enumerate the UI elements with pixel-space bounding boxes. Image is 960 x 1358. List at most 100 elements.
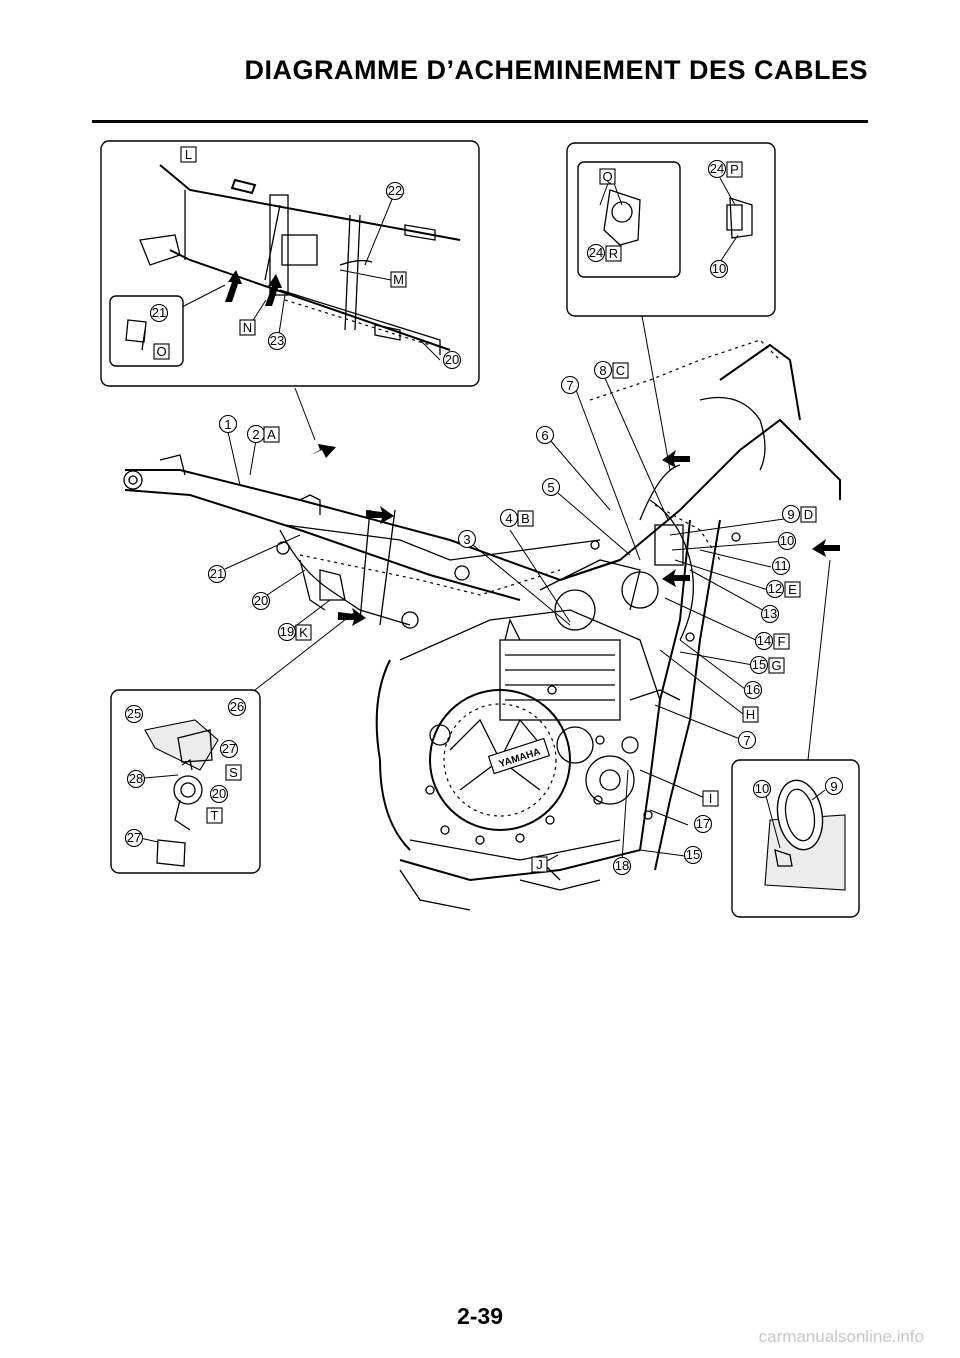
callout-20-inset: 20 [442, 350, 462, 370]
svg-text:10: 10 [712, 261, 726, 276]
svg-text:20: 20 [212, 786, 226, 801]
svg-text:25: 25 [127, 706, 141, 721]
svg-text:10: 10 [755, 781, 769, 796]
svg-text:15: 15 [686, 847, 700, 862]
svg-text:T: T [211, 808, 219, 823]
yamaha-logo: YAMAHA [487, 737, 551, 775]
svg-text:2: 2 [252, 427, 259, 442]
svg-text:14: 14 [757, 633, 771, 648]
letter-G: G [768, 657, 785, 674]
svg-text:21: 21 [210, 566, 224, 581]
svg-text:26: 26 [230, 699, 244, 714]
svg-text:L: L [185, 147, 192, 162]
svg-text:17: 17 [696, 816, 710, 831]
svg-text:A: A [267, 427, 276, 442]
letter-K: K [295, 624, 312, 641]
callout-27-upper: 27 [219, 739, 239, 759]
svg-text:9: 9 [830, 779, 837, 794]
svg-text:P: P [730, 162, 739, 177]
page-title: DIAGRAMME D’ACHEMINEMENT DES CABLES [244, 55, 868, 85]
svg-text:11: 11 [774, 558, 788, 573]
callout-7-lower: 7 [737, 730, 757, 750]
svg-text:3: 3 [463, 532, 470, 547]
callout-1: 1 [218, 414, 238, 434]
callout-7-upper: 7 [560, 375, 580, 395]
callout-20-main: 20 [251, 591, 271, 611]
callout-12: 12 [765, 579, 785, 599]
callout-23: 23 [267, 331, 287, 351]
letter-E: E [784, 581, 801, 598]
callout-9: 9 [781, 504, 801, 524]
callout-28: 28 [126, 769, 146, 789]
svg-text:4: 4 [505, 511, 512, 526]
svg-text:20: 20 [445, 352, 459, 367]
motorcycle-frame-drawing: YAMAHA [123, 339, 841, 911]
callout-5: 5 [541, 477, 561, 497]
letter-S: S [225, 764, 242, 781]
svg-text:12: 12 [768, 581, 782, 596]
callout-10-inset-bottom: 10 [752, 779, 772, 799]
svg-text:H: H [746, 707, 755, 722]
letter-M: M [390, 271, 407, 288]
svg-text:R: R [609, 246, 618, 261]
svg-text:22: 22 [388, 183, 402, 198]
svg-text:15: 15 [752, 657, 766, 672]
svg-text:16: 16 [746, 682, 760, 697]
letter-O: O [153, 343, 170, 360]
callout-13: 13 [760, 604, 780, 624]
callout-24-top: 24 [707, 159, 727, 179]
svg-text:1: 1 [224, 417, 231, 432]
callout-10: 10 [777, 531, 797, 551]
letter-D: D [800, 506, 817, 523]
letter-P: P [726, 161, 743, 178]
svg-text:18: 18 [615, 858, 629, 873]
callout-16: 16 [743, 680, 763, 700]
callout-9-inset-bottom: 9 [824, 776, 844, 796]
svg-text:20: 20 [254, 593, 268, 608]
inset-connector-detail [110, 689, 261, 874]
letter-J: J [531, 856, 548, 873]
svg-text:J: J [536, 857, 543, 872]
svg-text:10: 10 [780, 533, 794, 548]
svg-text:8: 8 [599, 363, 606, 378]
svg-text:21: 21 [152, 305, 166, 320]
svg-text:7: 7 [743, 733, 750, 748]
svg-text:19: 19 [280, 624, 294, 639]
svg-text:23: 23 [270, 333, 284, 348]
inset-headlight-connector [731, 759, 860, 918]
callout-27-lower: 27 [124, 828, 144, 848]
callout-10-inset-top: 10 [709, 259, 729, 279]
watermark: carmanualsonline.info [758, 1327, 924, 1346]
svg-text:7: 7 [566, 378, 573, 393]
callout-6: 6 [535, 425, 555, 445]
callout-21-main: 21 [207, 564, 227, 584]
callout-3: 3 [457, 529, 477, 549]
svg-text:F: F [778, 634, 786, 649]
letter-A: A [263, 426, 280, 443]
callout-24-inner: 24 [586, 243, 606, 263]
letter-R: R [605, 245, 622, 262]
callout-18: 18 [612, 856, 632, 876]
letter-I: I [702, 790, 719, 807]
letter-F: F [773, 633, 790, 650]
svg-text:9: 9 [787, 507, 794, 522]
callout-4: 4 [499, 508, 519, 528]
svg-text:O: O [156, 344, 166, 359]
callout-14: 14 [754, 631, 774, 651]
letter-N: N [239, 319, 256, 336]
svg-text:5: 5 [547, 480, 554, 495]
page-number: 2-39 [456, 1303, 504, 1329]
svg-text:D: D [804, 507, 813, 522]
svg-text:24: 24 [589, 245, 603, 260]
letter-L: L [180, 146, 197, 163]
svg-text:6: 6 [541, 428, 548, 443]
svg-text:M: M [393, 272, 404, 287]
callout-17: 17 [693, 814, 713, 834]
letter-T: T [206, 807, 223, 824]
svg-text:G: G [771, 658, 781, 673]
svg-text:24: 24 [710, 161, 724, 176]
callout-25: 25 [124, 704, 144, 724]
header-rule [92, 120, 868, 123]
inset-front-connector [566, 142, 776, 317]
